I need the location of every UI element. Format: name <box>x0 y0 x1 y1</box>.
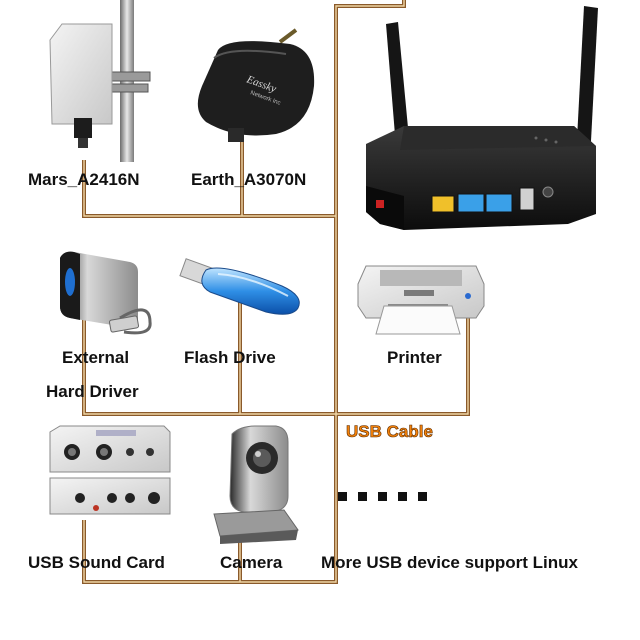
flash-drive-icon <box>179 258 300 315</box>
label-flash: Flash Drive <box>184 348 276 367</box>
label-mars: Mars_A2416N <box>28 170 140 189</box>
label-earth: Earth_A3070N <box>191 170 307 189</box>
label-usb-cable: USB Cable <box>346 422 434 442</box>
more-devices-dots <box>338 488 438 506</box>
usb-cable <box>82 0 470 584</box>
label-printer: Printer <box>387 348 442 367</box>
printer-icon <box>357 265 485 335</box>
external-hard-drive-icon <box>60 251 152 335</box>
label-camera: Camera <box>220 553 283 572</box>
router-icon <box>366 6 598 230</box>
mars-outdoor-ap-icon <box>49 0 151 162</box>
label-external-line2: Hard Driver <box>46 382 139 401</box>
label-external-line1: External <box>62 348 130 367</box>
label-soundcard: USB Sound Card <box>28 553 165 572</box>
webcam-camera-icon <box>213 425 299 544</box>
usb-sound-card-icon <box>49 425 171 515</box>
earth-usb-adapter-icon: Eassky Network Inc <box>197 28 315 142</box>
label-more: More USB device support Linux <box>321 553 578 572</box>
